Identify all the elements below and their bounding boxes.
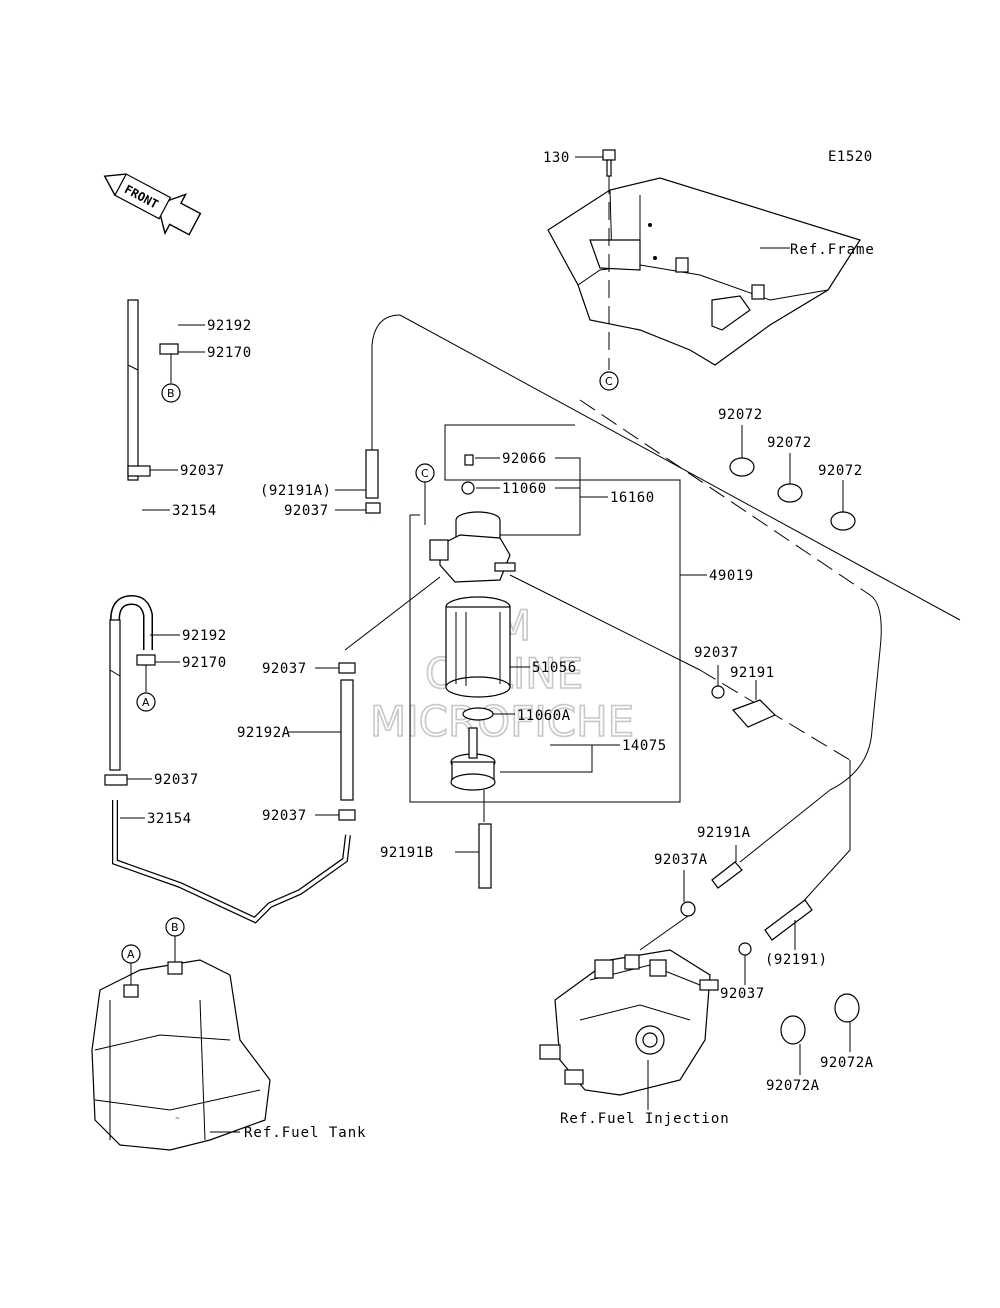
label-92072a-right: 92072A bbox=[820, 1055, 874, 1071]
label-32154-upper: 32154 bbox=[172, 503, 217, 519]
label-92072a-left: 92072A bbox=[766, 1078, 820, 1094]
label-92192-upper: 92192 bbox=[207, 318, 252, 334]
fuel-tank: ~ bbox=[91, 959, 271, 1151]
filter-element bbox=[445, 596, 511, 698]
label-92037-center-top: 92037 bbox=[284, 503, 329, 519]
label-16160: 16160 bbox=[610, 490, 655, 506]
label-92037-lower-left: 92037 bbox=[154, 772, 199, 788]
filter-head bbox=[429, 454, 516, 583]
fuel-injection-pump bbox=[539, 949, 719, 1096]
filter-bowl bbox=[450, 727, 496, 791]
label-92191: 92191 bbox=[730, 665, 775, 681]
callout-c-top: C bbox=[605, 375, 613, 388]
label-92072-2: 92072 bbox=[767, 435, 812, 451]
label-92037-center-mid: 92037 bbox=[262, 661, 307, 677]
clamps-92072 bbox=[729, 425, 856, 531]
label-92037-right: 92037 bbox=[694, 645, 739, 661]
frame-part bbox=[547, 177, 861, 366]
diagram-code: E1520 bbox=[828, 149, 873, 165]
label-92037-injection: 92037 bbox=[720, 986, 765, 1002]
svg-text:~: ~ bbox=[175, 1115, 180, 1122]
bolt-130 bbox=[575, 149, 616, 177]
label-92037a: 92037A bbox=[654, 852, 708, 868]
callout-a-lower: A bbox=[142, 696, 150, 709]
ref-frame-label: Ref.Frame bbox=[790, 242, 875, 258]
callout-b-upper: B bbox=[167, 387, 175, 400]
label-92192a: 92192A bbox=[237, 725, 291, 741]
label-130: 130 bbox=[543, 150, 570, 166]
label-14075: 14075 bbox=[622, 738, 667, 754]
ref-fuel-tank-label: Ref.Fuel Tank bbox=[244, 1125, 367, 1141]
callout-b-tank: B bbox=[171, 921, 179, 934]
label-92170-upper: 92170 bbox=[207, 345, 252, 361]
label-51056: 51056 bbox=[532, 660, 577, 676]
label-11060a: 11060A bbox=[517, 708, 571, 724]
label-92192-lower: 92192 bbox=[182, 628, 227, 644]
front-arrow-icon: FRONT bbox=[103, 173, 202, 236]
label-92072-1: 92072 bbox=[718, 407, 763, 423]
label-92037-upper: 92037 bbox=[180, 463, 225, 479]
label-92072-3: 92072 bbox=[818, 463, 863, 479]
label-49019: 49019 bbox=[709, 568, 754, 584]
label-11060: 11060 bbox=[502, 481, 547, 497]
label-92170-lower: 92170 bbox=[182, 655, 227, 671]
ref-fuel-injection-label: Ref.Fuel Injection bbox=[560, 1111, 730, 1127]
label-32154-lower: 32154 bbox=[147, 811, 192, 827]
callout-c-filter: C bbox=[421, 467, 429, 480]
watermark-line-3: MICROFICHE bbox=[370, 697, 634, 746]
hose-set-upper bbox=[127, 286, 374, 613]
label-92191b: 92191B bbox=[380, 845, 434, 861]
label-92191a-paren: (92191A) bbox=[260, 483, 331, 499]
hose-set-lower bbox=[104, 594, 351, 924]
label-92191-paren: (92191) bbox=[765, 952, 828, 968]
part-labels: 130 92192 92170 92037 32154 (92191A) 920… bbox=[147, 150, 874, 1094]
label-92066: 92066 bbox=[502, 451, 547, 467]
callout-a-tank: A bbox=[127, 948, 135, 961]
clamps-92072a bbox=[780, 993, 860, 1075]
label-92037-center-low: 92037 bbox=[262, 808, 307, 824]
label-92191a: 92191A bbox=[697, 825, 751, 841]
